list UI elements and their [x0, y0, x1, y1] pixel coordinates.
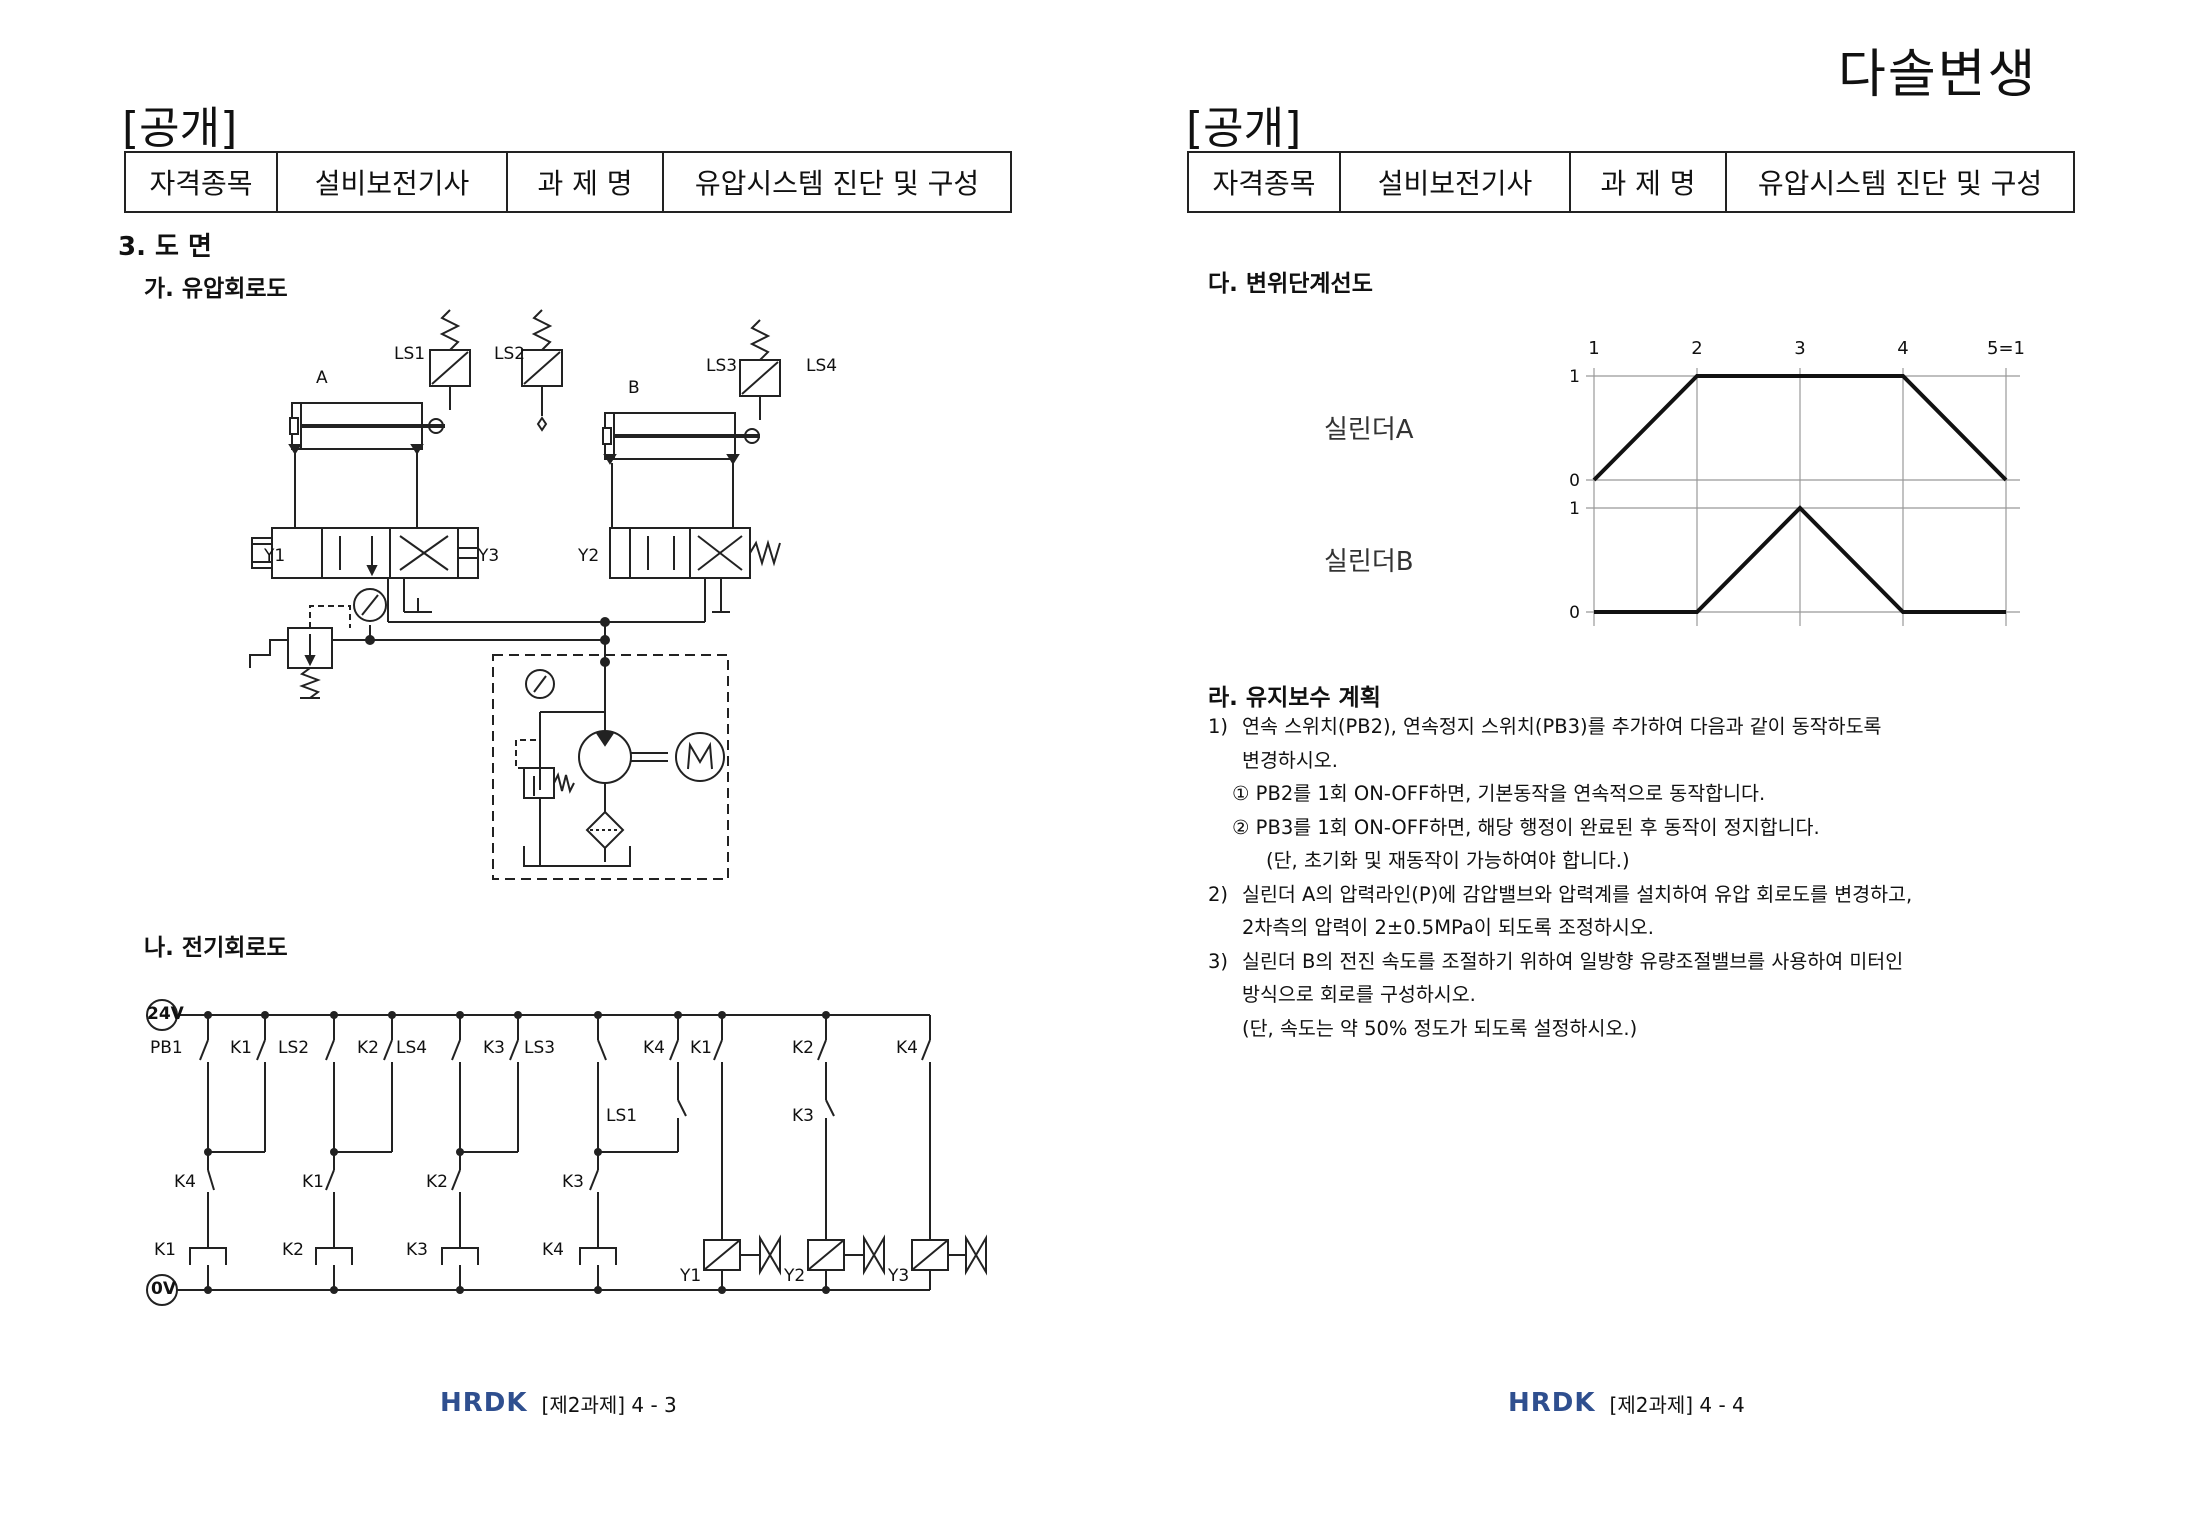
level-1-label: 1	[1569, 367, 1580, 387]
hydraulic-circuit-figure	[240, 300, 800, 890]
coil-k3-label: K3	[406, 1240, 428, 1260]
step-label: 5=1	[1987, 338, 2025, 359]
coil-k4-label: K4	[542, 1240, 564, 1260]
footer: HRDK [제2과제] 4 - 4	[1508, 1388, 1745, 1418]
level-0-label: 0	[1569, 471, 1580, 491]
step-label: 1	[1588, 338, 1599, 359]
supply-24v-label: 24V	[147, 1004, 184, 1024]
ls4-contact-label: LS4	[396, 1038, 428, 1058]
plan-line: 연속 스위치(PB2), 연속정지 스위치(PB3)를 추가하여 다음과 같이 …	[1242, 715, 1882, 738]
maintenance-plan-list: 1) 연속 스위치(PB2), 연속정지 스위치(PB3)를 추가하여 다음과 …	[1208, 710, 2108, 1045]
contact-k1-label: K1	[230, 1038, 252, 1058]
plan-sub-1: ① PB2를 1회 ON-OFF하면, 기본동작을 연속적으로 동작합니다.	[1232, 782, 1766, 805]
series-line-a	[1592, 374, 2008, 482]
contact-k2-rung3-label: K2	[426, 1172, 448, 1192]
ls2-label: LS2	[494, 344, 526, 364]
info-cell-task-value: 유압시스템 진단 및 구성	[662, 151, 1012, 213]
solenoid-y1-label: Y1	[264, 546, 286, 566]
plan-line: (단, 속도는 약 50% 정도가 되도록 설정하시오.)	[1242, 1016, 1638, 1040]
series-line-b	[1594, 505, 2006, 614]
brand-title: 다솔변생	[1838, 45, 2038, 105]
cylinder-label: 실린더B	[1324, 547, 1414, 577]
plan-item-2: 2) 실린더 A의 압력라인(P)에 감압밸브와 압력계를 설치하여 유압 회로…	[1208, 882, 1913, 940]
plan-line: 실린더 A의 압력라인(P)에 감압밸브와 압력계를 설치하여 유압 회로도를 …	[1242, 882, 1913, 906]
page-left: [공개] 자격종목 설비보전기사 과 제 명 유압시스템 진단 및 구성 3. …	[0, 0, 1093, 1538]
level-0-label: 0	[1569, 603, 1580, 623]
cylinder-label: 실린더A	[1324, 415, 1414, 445]
plan-sub-2: ② PB3를 1회 ON-OFF하면, 해당 행정이 완료된 후 동작이 정지합…	[1232, 815, 1820, 839]
plan-item-3: 3) 실린더 B의 전진 속도를 조절하기 위하여 일방향 유량조절밸브를 사용…	[1208, 949, 1904, 1040]
cylinder-b-label: B	[628, 378, 640, 398]
supply-0v-label: 0V	[151, 1279, 176, 1299]
ls2-contact-label: LS2	[278, 1038, 310, 1058]
solenoid-y3-coil-label: Y3	[888, 1266, 910, 1286]
info-cell-task-label: 과 제 명	[506, 151, 664, 213]
info-cell-qualification-label: 자격종목	[124, 151, 278, 213]
pb1-label: PB1	[150, 1038, 183, 1058]
contact-k4-rung1-label: K4	[174, 1172, 196, 1192]
info-cell-qualification-value: 설비보전기사	[1339, 151, 1571, 213]
drawing-heading: 3. 도 면	[118, 232, 212, 262]
section-tag: [공개]	[122, 103, 238, 154]
section-tag: [공개]	[1186, 103, 1302, 154]
plan-line: 실린더 B의 전진 속도를 조절하기 위하여 일방향 유량조절밸브를 사용하여 …	[1242, 949, 1904, 973]
page-number: [제2과제] 4 - 4	[1609, 1392, 1745, 1417]
ls1-label: LS1	[394, 344, 426, 364]
contact-k3-rung4-label: K3	[562, 1172, 584, 1192]
contact-k4-label: K4	[643, 1038, 665, 1058]
contact-k1-y1-label: K1	[690, 1038, 712, 1058]
electric-circuit-figure	[140, 996, 1000, 1316]
plan-line: 2차측의 압력이 2±0.5MPa이 되도록 조정하시오.	[1242, 916, 1654, 939]
coil-k1-label: K1	[154, 1240, 176, 1260]
solenoid-y3-label: Y3	[478, 546, 500, 566]
displacement-diagram-heading: 다. 변위단계선도	[1208, 271, 1373, 297]
solenoid-y2-coil-label: Y2	[784, 1266, 806, 1286]
info-cell-qualification-label: 자격종목	[1187, 151, 1341, 213]
plan-line: 변경하시오.	[1242, 748, 1338, 772]
solenoid-y1-coil-label: Y1	[680, 1266, 702, 1286]
level-1-label: 1	[1569, 499, 1580, 519]
hrdk-logo: HRDK	[1508, 1388, 1596, 1418]
plan-item-1: 1) 연속 스위치(PB2), 연속정지 스위치(PB3)를 추가하여 다음과 …	[1208, 715, 1882, 772]
contact-k2-label: K2	[357, 1038, 379, 1058]
ls1-contact-label: LS1	[606, 1106, 638, 1126]
plan-line: 방식으로 회로를 구성하시오.	[1242, 983, 1476, 1006]
contact-k2-y2-label: K2	[792, 1038, 814, 1058]
page-right: 다솔변생 [공개] 자격종목 설비보전기사 과 제 명 유압시스템 진단 및 구…	[1094, 0, 2187, 1538]
contact-k3-y2-label: K3	[792, 1106, 814, 1126]
coil-k2-label: K2	[282, 1240, 304, 1260]
plan-sub-3: (단, 초기화 및 재동작이 가능하여야 합니다.)	[1266, 849, 1630, 872]
contact-k1-rung2-label: K1	[302, 1172, 324, 1192]
contact-k4-y3-label: K4	[896, 1038, 918, 1058]
info-cell-task-value: 유압시스템 진단 및 구성	[1725, 151, 2075, 213]
ls3-label: LS3	[706, 356, 738, 376]
solenoid-y2-label: Y2	[578, 546, 600, 566]
info-table: 자격종목 설비보전기사 과 제 명 유압시스템 진단 및 구성	[124, 151, 1012, 213]
hydraulic-circuit-heading: 가. 유압회로도	[144, 276, 288, 302]
maintenance-plan-heading: 라. 유지보수 계획	[1208, 685, 1381, 711]
page-number: [제2과제] 4 - 3	[541, 1392, 677, 1417]
info-table: 자격종목 설비보전기사 과 제 명 유압시스템 진단 및 구성	[1187, 151, 2075, 213]
step-label: 2	[1691, 338, 1702, 359]
contact-k3-label: K3	[483, 1038, 505, 1058]
displacement-diagram: 1 2 3 4 5=1 1 0 실린더A 1 0 실린더B	[1324, 330, 2044, 630]
footer: HRDK [제2과제] 4 - 3	[440, 1388, 677, 1418]
step-label: 3	[1794, 338, 1805, 359]
electric-circuit-heading: 나. 전기회로도	[144, 935, 288, 961]
ls4-label: LS4	[806, 356, 838, 376]
step-label: 4	[1897, 338, 1908, 359]
cylinder-a-label: A	[316, 368, 328, 388]
info-cell-task-label: 과 제 명	[1569, 151, 1727, 213]
info-cell-qualification-value: 설비보전기사	[276, 151, 508, 213]
ls3-contact-label: LS3	[524, 1038, 556, 1058]
hrdk-logo: HRDK	[440, 1388, 528, 1418]
